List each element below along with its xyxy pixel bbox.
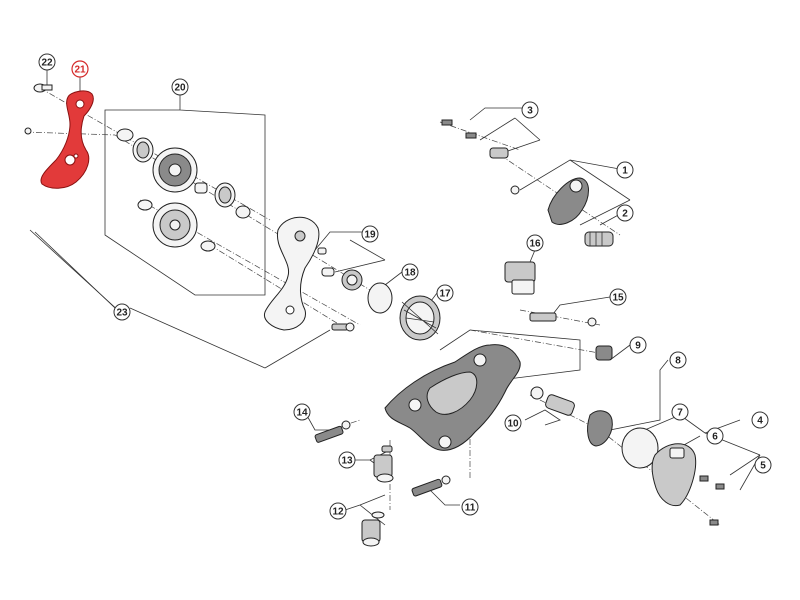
svg-text:5: 5: [760, 461, 766, 472]
part-5-screws: [699, 475, 725, 526]
part-9-block: [595, 345, 613, 361]
callout-5: 5: [754, 456, 772, 474]
part-20-pulley-set: [116, 128, 251, 252]
part-inner-cage-plate: [263, 216, 320, 331]
callout-22: 22: [38, 53, 56, 71]
part-7-o-ring: [621, 427, 659, 469]
callout-6: 6: [706, 427, 724, 445]
svg-text:1: 1: [622, 166, 628, 177]
callout-20: 20: [171, 78, 189, 96]
svg-text:17: 17: [439, 289, 451, 300]
svg-text:12: 12: [332, 507, 344, 518]
callout-1: 1: [616, 161, 634, 179]
part-18-ring: [367, 282, 393, 314]
part-2-adjuster: [584, 231, 614, 247]
svg-text:2: 2: [622, 209, 628, 220]
svg-text:18: 18: [404, 268, 416, 279]
part-11-bolt: [411, 475, 451, 497]
svg-text:15: 15: [612, 293, 624, 304]
callout-11: 11: [461, 498, 479, 516]
callout-3: 3: [521, 101, 539, 119]
callout-14: 14: [293, 403, 311, 421]
part-16-clamp: [504, 261, 536, 295]
callout-2: 2: [616, 204, 634, 222]
svg-text:7: 7: [677, 408, 683, 419]
svg-text:11: 11: [465, 503, 476, 514]
callout-16: 16: [526, 234, 544, 252]
callout-13: 13: [338, 451, 356, 469]
callouts: 22 21 20 23 3 1 2 16: [38, 53, 772, 520]
callout-21: 21: [71, 60, 89, 78]
callout-23: 23: [113, 303, 131, 321]
part-main-body: [384, 344, 521, 451]
part-1-link: [510, 177, 589, 225]
part-3-screws: [441, 119, 509, 159]
part-19-bushings: [317, 247, 363, 291]
callout-12: 12: [329, 502, 347, 520]
callout-17: 17: [436, 284, 454, 302]
svg-text:20: 20: [174, 83, 186, 94]
svg-text:22: 22: [41, 58, 53, 69]
svg-text:9: 9: [635, 341, 641, 352]
callout-15: 15: [609, 288, 627, 306]
svg-text:21: 21: [74, 65, 86, 76]
callout-10: 10: [504, 414, 522, 432]
part-15-bolt: [529, 312, 597, 327]
svg-text:6: 6: [712, 432, 718, 443]
svg-text:10: 10: [507, 419, 519, 430]
part-12-bolt: [361, 511, 385, 547]
part-22-bolt: [33, 83, 53, 93]
svg-text:16: 16: [529, 239, 541, 250]
part-washer-left: [24, 127, 32, 135]
part-10-pivot: [530, 386, 575, 416]
svg-text:14: 14: [296, 408, 308, 419]
callout-8: 8: [669, 351, 687, 369]
part-13-bolt-set: [373, 445, 394, 483]
leader-lines: [29, 70, 761, 526]
svg-text:23: 23: [116, 308, 128, 319]
callout-4: 4: [751, 411, 769, 429]
svg-text:3: 3: [527, 106, 533, 117]
callout-7: 7: [671, 403, 689, 421]
svg-text:19: 19: [364, 230, 376, 241]
callout-9: 9: [629, 336, 647, 354]
svg-text:4: 4: [757, 416, 763, 427]
callout-19: 19: [361, 225, 379, 243]
part-8-bracket: [587, 410, 613, 447]
part-21-outer-plate: [40, 90, 94, 189]
part-cage-bolt: [331, 322, 355, 332]
part-17-spring: [399, 295, 441, 341]
svg-text:13: 13: [341, 456, 353, 467]
part-6-cover: [651, 443, 697, 507]
part-14-bolt: [314, 420, 351, 443]
callout-18: 18: [401, 263, 419, 281]
parts: [24, 83, 725, 547]
svg-text:8: 8: [675, 356, 681, 367]
